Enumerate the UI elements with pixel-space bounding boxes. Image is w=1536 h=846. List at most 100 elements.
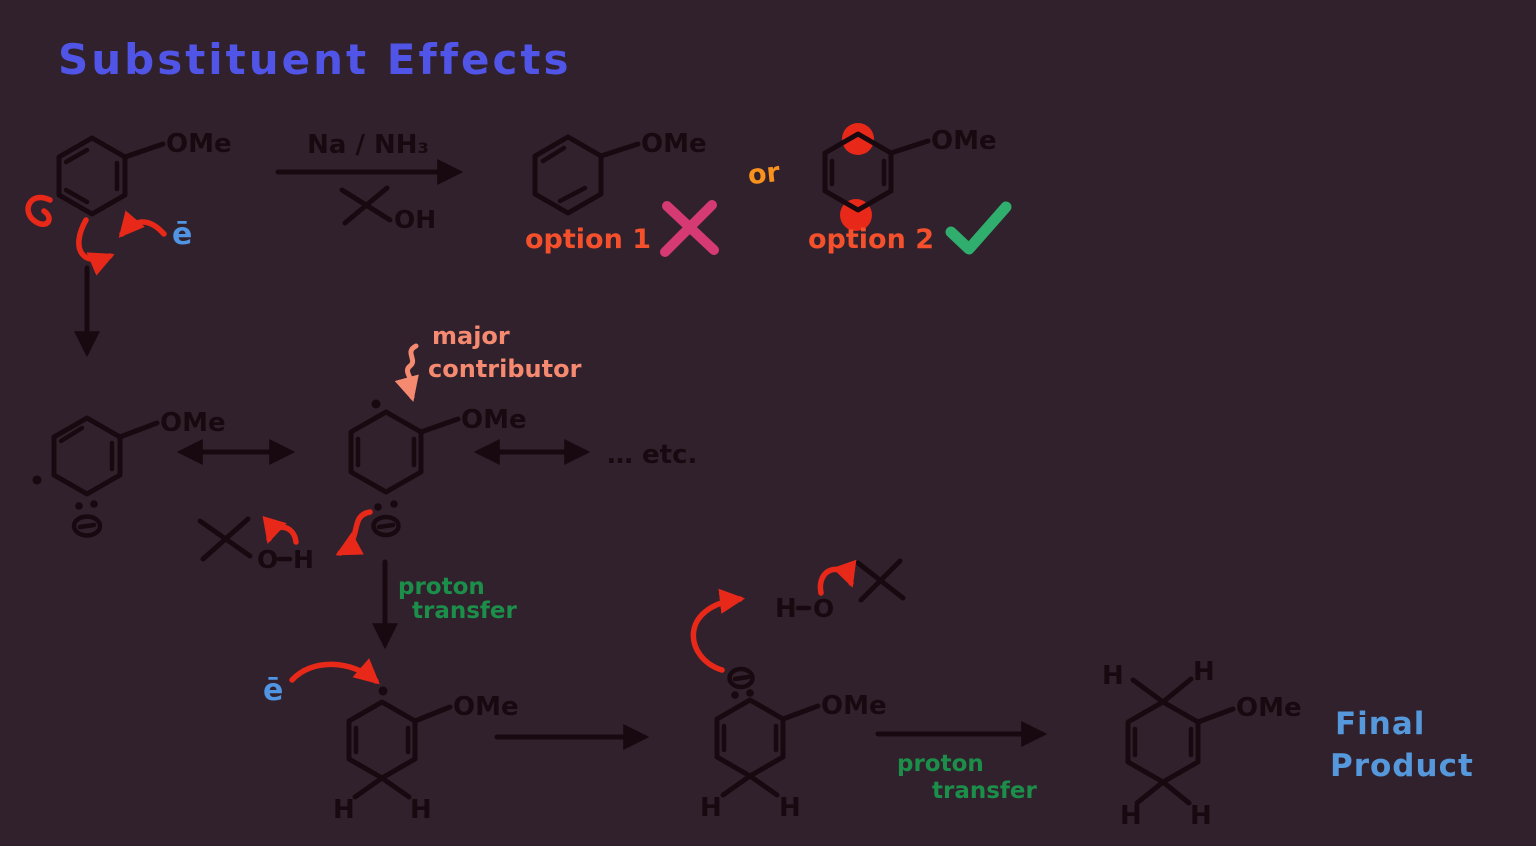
transfer-label: transfer [932, 778, 1038, 804]
lone-pair-dot [75, 502, 83, 510]
h-label: H [775, 594, 797, 624]
final-product-label: Final Product [1330, 706, 1474, 784]
ome-label: OMe [821, 691, 887, 721]
electron-label-1: ē [172, 217, 192, 252]
lone-pair-dot [731, 691, 739, 699]
double-bond [557, 185, 588, 204]
double-bond [58, 425, 85, 444]
radical-electron-dot [371, 399, 381, 409]
ch-bond [352, 775, 385, 800]
tbu-bond [200, 516, 251, 562]
radical-electron-dot [32, 475, 42, 485]
ch-bond [747, 773, 780, 798]
ome-bond [1195, 706, 1236, 725]
etc-label: … etc. [607, 440, 697, 470]
double-bond [540, 145, 567, 164]
final-product-structure: H H OMe H H [1102, 657, 1302, 831]
ring [1125, 699, 1201, 785]
start-material-anisole: OMe [56, 129, 232, 217]
option-1-structure: OMe [532, 129, 707, 216]
h-label: H [700, 793, 722, 823]
ome-bond [888, 138, 931, 156]
electron-attack-arrow-1b [118, 210, 167, 238]
proton-label: proton [897, 751, 984, 777]
lone-pair-dot [390, 500, 398, 508]
o-label: O [257, 545, 278, 574]
ch-bond [1160, 676, 1194, 705]
h-label: H [1193, 657, 1215, 687]
carbanion-minus [77, 522, 97, 530]
o-label: O [813, 594, 834, 623]
tbuoh-molecule-2: H O [775, 558, 906, 624]
resonance-structure-2-major: OMe [348, 399, 527, 538]
ch-bond [379, 775, 412, 800]
carbanion-minus [376, 522, 396, 530]
radical-intermediate-structure: OMe H H [333, 686, 519, 825]
major-label-line2: contributor [428, 355, 582, 383]
h-label: H [1190, 801, 1212, 831]
curved-arrow-deprotonation-2 [690, 588, 746, 673]
curved-arrow-oh-cleavage [262, 516, 299, 545]
h-label: H [410, 795, 432, 825]
ch-bond [1134, 779, 1166, 806]
or-label: or [746, 157, 782, 191]
ch-bond [1130, 677, 1166, 705]
squiggle-arrow-icon [394, 343, 419, 402]
ome-label: OMe [461, 405, 527, 435]
ome-bond [598, 141, 641, 159]
tbu-bond [342, 185, 390, 226]
option-1-label: option 1 [525, 224, 651, 255]
final-label-line1: Final [1335, 706, 1425, 742]
electron-attack-arrow-2 [289, 658, 380, 685]
lone-pair-dot [374, 503, 382, 511]
carbanion-icon [71, 514, 103, 538]
radical-electron-dot [378, 686, 388, 696]
resonance-structure-1: OMe [32, 408, 226, 538]
electron-attack-arrow-1 [76, 217, 115, 276]
option-2-label: option 2 [808, 224, 934, 255]
ring [346, 699, 418, 781]
tbu-bond [858, 558, 903, 603]
ring [348, 409, 424, 495]
ome-bond [117, 420, 160, 440]
ring [714, 697, 786, 779]
electron-label-2: ē [263, 673, 283, 708]
reagent-label: Na / NH₃ [307, 130, 429, 160]
carbanion-icon [371, 514, 401, 538]
option-2-structure: OMe [822, 123, 997, 231]
proton-label: proton [398, 574, 485, 600]
ome-label: OMe [453, 692, 519, 722]
proton-transfer-label-1: proton transfer [398, 574, 518, 624]
curved-arrow-oh-cleavage-2 [817, 559, 857, 596]
birch-conditions: Na / NH₃ OH [275, 130, 464, 234]
double-bond [63, 147, 90, 165]
ch-bond [720, 773, 753, 798]
final-label-line2: Product [1330, 748, 1474, 784]
ome-bond [418, 416, 461, 435]
ome-label: OMe [166, 129, 232, 159]
reduction-site-dot [842, 123, 874, 155]
ome-label: OMe [931, 126, 997, 156]
ome-bond [412, 704, 453, 724]
h-label: H [779, 793, 801, 823]
h-label: H [1120, 801, 1142, 831]
h-label: H [1102, 661, 1124, 691]
tbuoh-molecule-1: O H [197, 516, 314, 574]
ome-label: OMe [1236, 693, 1302, 723]
double-bond [63, 187, 90, 205]
ome-bond [122, 141, 166, 160]
accept-check-icon [945, 201, 1012, 255]
curved-arrow-deprotonation [335, 509, 373, 556]
h-label: H [333, 795, 355, 825]
lone-pair-dot [90, 500, 98, 508]
ch-bond [1160, 779, 1192, 806]
carbanion-intermediate-structure: OMe H H [700, 666, 887, 823]
h-label: H [293, 545, 314, 574]
transfer-label: transfer [412, 598, 518, 624]
carbanion-icon [727, 666, 755, 690]
lone-pair-dot [746, 689, 754, 697]
proton-transfer-label-2: proton transfer [897, 751, 1038, 804]
diene-ring [532, 134, 604, 216]
curved-arrow-doodle [25, 194, 53, 227]
